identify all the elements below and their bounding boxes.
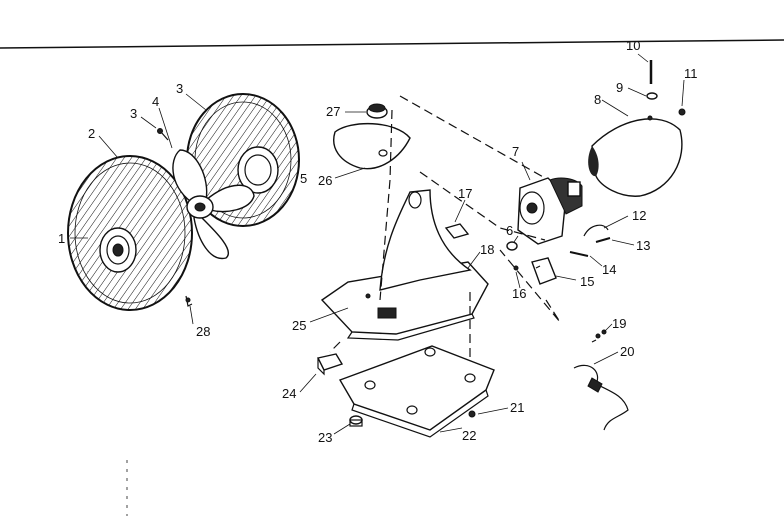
label-3-screw: 3: [130, 106, 137, 121]
label-10: 10: [626, 38, 640, 53]
motor-bracket: [531, 257, 557, 285]
top-border-line: [0, 39, 784, 49]
label-4: 4: [152, 94, 159, 109]
base-screw: [468, 410, 476, 418]
label-7: 7: [512, 144, 519, 159]
label-18: 18: [480, 242, 494, 257]
rear-cover: [588, 115, 683, 197]
cover-side-screw: [678, 108, 686, 116]
bottom-plate: [338, 345, 495, 438]
label-27: 27: [326, 104, 340, 119]
crank-lever: [569, 251, 589, 257]
capacitor: [316, 353, 344, 376]
label-9: 9: [616, 80, 623, 95]
label-12: 12: [632, 208, 646, 223]
label-8-cover: 8: [594, 92, 601, 107]
cover-washer: [646, 92, 658, 100]
link-pin: [595, 237, 611, 243]
rubber-foot: [349, 415, 363, 427]
label-5: 5: [300, 171, 307, 186]
label-24: 24: [282, 386, 296, 401]
speed-switch: [444, 223, 470, 239]
label-15: 15: [580, 274, 594, 289]
label-22: 22: [462, 428, 476, 443]
base-stand: [320, 189, 489, 341]
label-16: 16: [512, 286, 526, 301]
label-19: 19: [612, 316, 626, 331]
label-21: 21: [510, 400, 524, 415]
part-number-labels: 1 2 3 3 4 5 6 7 8 8 9 10 11 12 13 14 15 …: [58, 38, 698, 445]
assembly-dashed-lines: [329, 95, 561, 360]
label-1: 1: [58, 231, 65, 246]
label-20: 20: [620, 344, 634, 359]
front-grille: [67, 155, 193, 311]
label-3-grille: 3: [176, 81, 183, 96]
label-13: 13: [636, 238, 650, 253]
fan-blade: [172, 149, 255, 260]
leader-lines: [70, 53, 685, 435]
control-cover-plate: [333, 123, 411, 170]
label-17: 17: [458, 186, 472, 201]
small-screw: [513, 265, 519, 271]
control-knob: [366, 103, 388, 119]
blade-screw: [157, 128, 169, 141]
label-6: 6: [506, 223, 513, 238]
label-11: 11: [684, 66, 698, 81]
label-25: 25: [292, 318, 306, 333]
motor-assembly: [517, 177, 583, 245]
washer: [506, 241, 518, 251]
label-28: 28: [196, 324, 210, 339]
label-2: 2: [88, 126, 95, 141]
label-14: 14: [602, 262, 616, 277]
power-cord: [573, 364, 629, 431]
oscillation-link: [583, 224, 609, 237]
label-23: 23: [318, 430, 332, 445]
label-26: 26: [318, 173, 332, 188]
grille-clip: [185, 295, 193, 307]
